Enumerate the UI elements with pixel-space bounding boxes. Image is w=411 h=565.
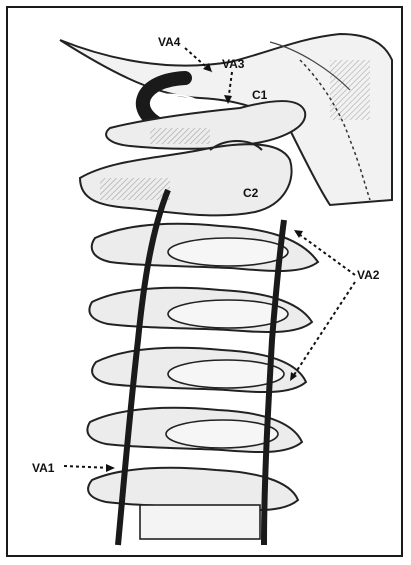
vertebra-c2	[80, 141, 292, 215]
leader-va1	[64, 464, 115, 472]
label-c1: C1	[252, 89, 267, 101]
label-va3: VA3	[222, 58, 244, 70]
label-c2: C2	[243, 187, 258, 199]
label-va2: VA2	[357, 269, 379, 281]
label-va1: VA1	[32, 462, 54, 474]
label-va4: VA4	[158, 36, 180, 48]
